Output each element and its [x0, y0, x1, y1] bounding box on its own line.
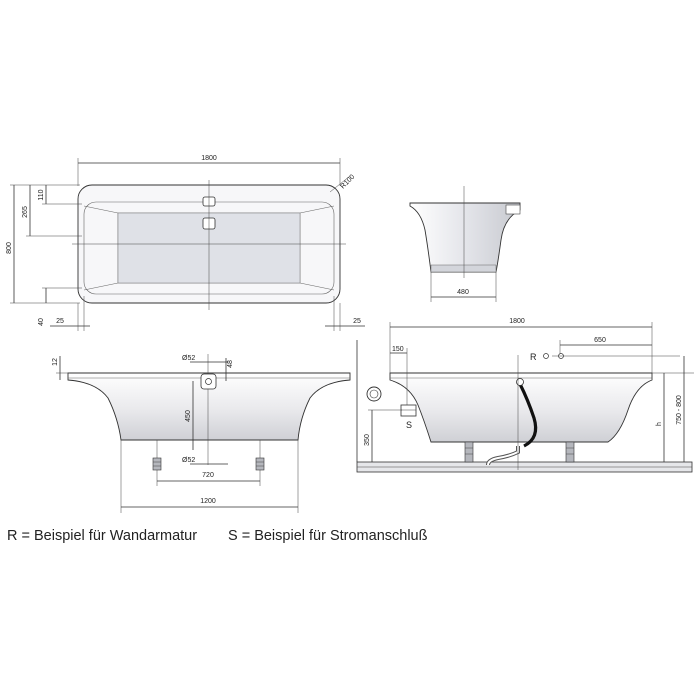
end-view: 480	[409, 186, 521, 302]
plan-width-label: 800	[6, 242, 13, 254]
plan-drain-offset-a: 265	[22, 206, 29, 218]
front-foot-left	[152, 440, 162, 486]
plan-radius-label: R100	[339, 174, 356, 191]
front-overflow-offset: 48	[227, 360, 234, 368]
plan-side-right: 25	[353, 318, 361, 325]
install-drain-hose	[518, 383, 538, 448]
plan-view: 1800 R100 800 265 110 40 25 25	[6, 155, 365, 331]
install-height-350: 350	[364, 434, 371, 446]
caption-r-note: R = Beispiel für Wandarmatur	[7, 528, 197, 544]
front-drain-depth: 450	[185, 410, 192, 422]
front-view: Ø52 48 12 450 Ø52 720 1200	[52, 354, 351, 513]
front-overflow-diameter: Ø52	[182, 355, 195, 362]
install-socket-icon	[366, 386, 382, 402]
plan-length-label: 1800	[201, 155, 217, 162]
end-tub-apron	[430, 264, 497, 273]
front-feet-spacing: 720	[202, 472, 214, 479]
install-power-box	[400, 404, 417, 417]
install-tub-body	[389, 372, 653, 443]
install-valve-a	[543, 353, 549, 359]
plan-rim-offset: 40	[38, 318, 45, 326]
install-marker-s: S	[406, 420, 412, 430]
install-offset-150: 150	[392, 346, 404, 353]
front-overflow-icon	[200, 373, 217, 390]
front-drain-diameter: Ø52	[182, 457, 195, 464]
end-overflow-block	[505, 204, 521, 215]
install-foot-right	[565, 441, 575, 463]
install-foot-left	[464, 441, 474, 463]
install-height-h: h	[656, 422, 663, 426]
install-view: 1800 650 R 150 S 350 h 750 - 800	[356, 318, 694, 473]
install-fixture-offset: 650	[594, 337, 606, 344]
install-marker-r: R	[530, 352, 537, 362]
plan-drain-offset-b: 110	[38, 189, 45, 200]
front-foot-right	[255, 440, 265, 486]
caption-s-note: S = Beispiel für Stromanschluß	[228, 528, 428, 544]
end-tub-body	[409, 202, 521, 273]
front-base-width: 1200	[200, 498, 216, 505]
plan-side-left: 25	[56, 318, 64, 325]
install-length: 1800	[509, 318, 525, 325]
front-rim-height: 12	[52, 358, 59, 366]
end-base-width: 480	[457, 289, 469, 296]
install-height-range: 750 - 800	[676, 395, 683, 425]
